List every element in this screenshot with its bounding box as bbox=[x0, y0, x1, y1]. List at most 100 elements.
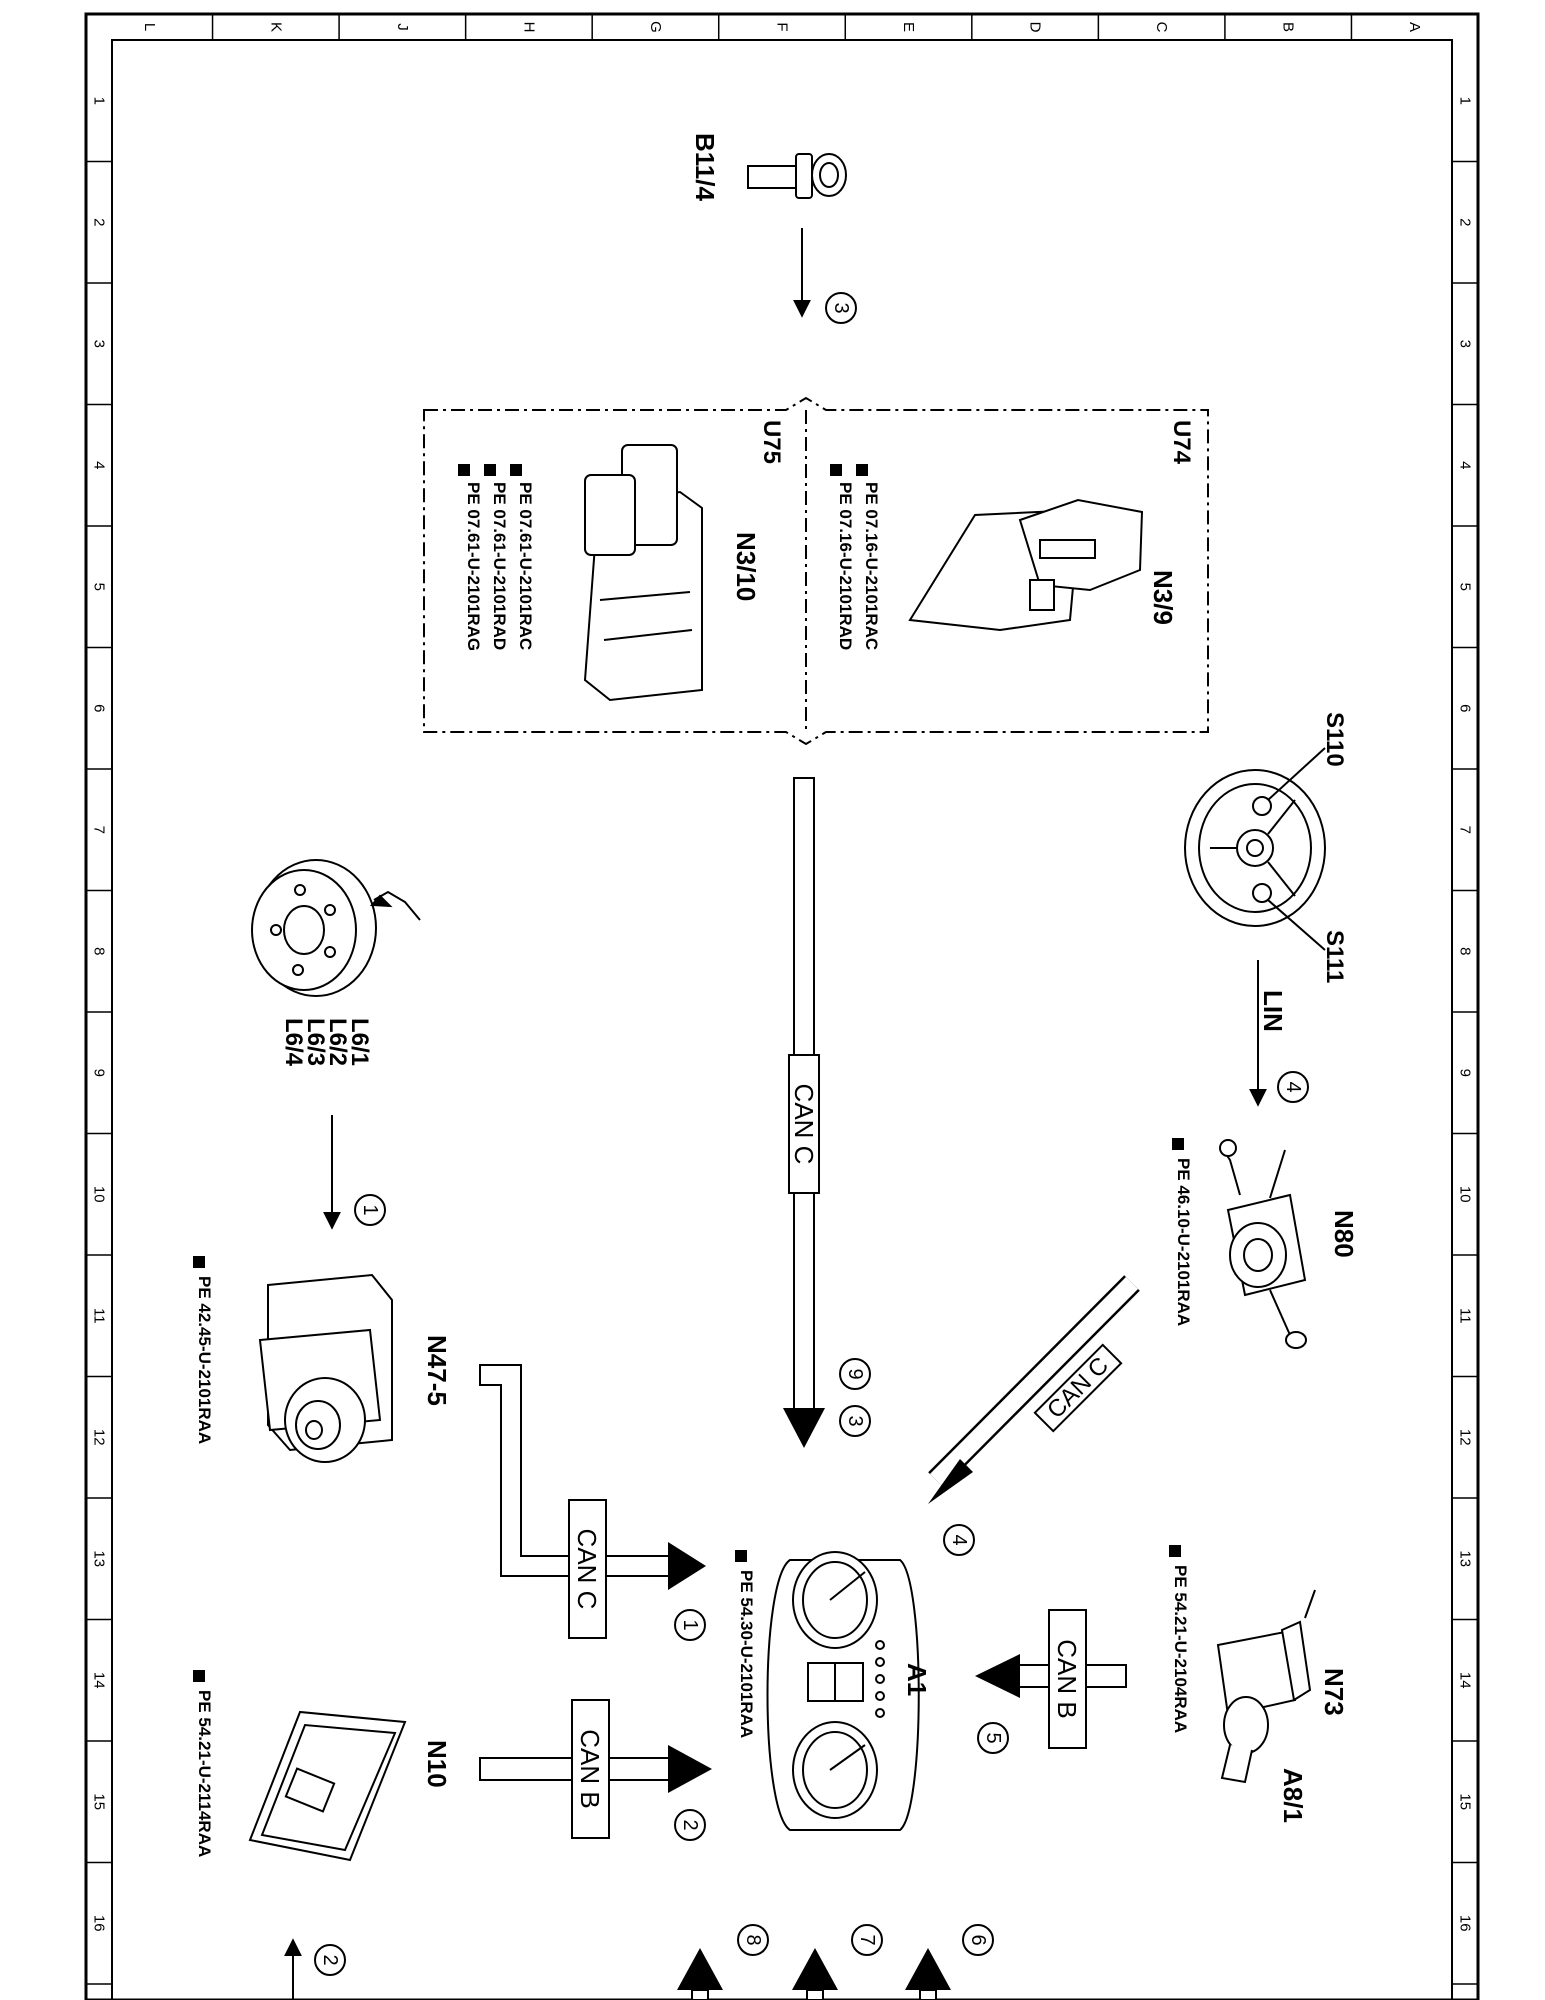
row-label: 14 bbox=[1457, 1672, 1474, 1689]
can-c-main-bus: CAN C bbox=[783, 777, 825, 1448]
n80-label: N80 bbox=[1329, 1210, 1359, 1258]
row-label: 16 bbox=[91, 1915, 108, 1932]
row-label: 7 bbox=[91, 826, 108, 834]
lin-label: LIN bbox=[1258, 990, 1288, 1032]
ref-hand-icon bbox=[193, 1670, 205, 1682]
n3-9-module-icon bbox=[908, 498, 1144, 632]
can-b-n10-label: CAN B bbox=[575, 1729, 605, 1808]
u74-ref-2: PE 07.16-U-2101RAD bbox=[836, 482, 855, 650]
row-label: 10 bbox=[1457, 1186, 1474, 1203]
u75-label: U75 bbox=[758, 420, 785, 464]
u74-ref-1: PE 07.16-U-2101RAC bbox=[862, 482, 881, 650]
column-label: H bbox=[520, 22, 537, 33]
row-label: 9 bbox=[91, 1069, 108, 1077]
s111-label: S111 bbox=[1321, 930, 1348, 983]
svg-text:6: 6 bbox=[967, 1934, 989, 1945]
row-label: 4 bbox=[1457, 461, 1474, 469]
n3-10-module-icon bbox=[583, 444, 703, 702]
row-label: 12 bbox=[1457, 1429, 1474, 1446]
svg-text:3: 3 bbox=[830, 302, 852, 313]
svg-text:7: 7 bbox=[856, 1934, 878, 1945]
a8-1-label: A8/1 bbox=[1278, 1768, 1308, 1823]
n3-10-label: N3/10 bbox=[731, 532, 761, 601]
row-label: 11 bbox=[91, 1308, 108, 1324]
can-b-n73-label: CAN B bbox=[1052, 1639, 1082, 1718]
u74-reference-lines: PE 07.16-U-2101RAC PE 07.16-U-2101RAD bbox=[830, 464, 881, 650]
n3-9-label: N3/9 bbox=[1148, 570, 1178, 625]
svg-text:9: 9 bbox=[844, 1368, 866, 1379]
ref-hand-icon bbox=[735, 1550, 747, 1562]
row-label: 15 bbox=[1457, 1793, 1474, 1810]
row-label: 3 bbox=[91, 340, 108, 348]
a1-instrument-cluster-icon bbox=[766, 1551, 920, 1831]
drawing-frame bbox=[84, 12, 1480, 2000]
n73-ignition-switch-icon bbox=[1216, 1589, 1316, 1784]
l6-1-label: L6/1 bbox=[346, 1018, 373, 1066]
n47-5-label: N47-5 bbox=[422, 1335, 452, 1406]
n80-ref: PE 46.10-U-2101RAA bbox=[1174, 1158, 1193, 1326]
column-label: K bbox=[267, 22, 284, 32]
svg-text:1: 1 bbox=[359, 1204, 381, 1215]
ref-hand-icon bbox=[1169, 1545, 1181, 1557]
u75-ref-3: PE 07.61-U-2101RAG bbox=[464, 482, 483, 651]
row-label: 9 bbox=[1457, 1069, 1474, 1077]
ref-hand-icon bbox=[1172, 1138, 1184, 1150]
row-label: 13 bbox=[91, 1550, 108, 1567]
row-label: 8 bbox=[91, 947, 108, 955]
row-label: 15 bbox=[91, 1793, 108, 1810]
column-label: L bbox=[141, 23, 158, 31]
marker-lin: 4 bbox=[1277, 1071, 1309, 1103]
ref-hand-icon bbox=[458, 464, 522, 476]
column-label: A bbox=[1406, 22, 1423, 32]
n10-can-b-bus: CAN B bbox=[479, 1699, 712, 1839]
ref-hand-icon bbox=[830, 464, 868, 476]
row-label: 2 bbox=[91, 218, 108, 226]
n10-label: N10 bbox=[422, 1740, 452, 1788]
marker-n47: 1 bbox=[674, 1609, 706, 1641]
row-label: 5 bbox=[91, 583, 108, 591]
svg-text:4: 4 bbox=[1282, 1081, 1304, 1092]
marker-l6: 1 bbox=[354, 1194, 386, 1226]
b11-4-sensor-icon bbox=[747, 153, 847, 199]
row-label: 11 bbox=[1457, 1308, 1474, 1324]
n80-can-c-bus: CAN C bbox=[928, 1275, 1140, 1504]
column-grid bbox=[211, 14, 1353, 40]
column-label: G bbox=[647, 21, 664, 33]
marker-bottom-b: 7 bbox=[851, 1924, 883, 1956]
row-label: 10 bbox=[91, 1186, 108, 1203]
n10-module-icon bbox=[248, 1710, 407, 1862]
marker-n80: 4 bbox=[943, 1524, 975, 1556]
ref-hand-icon bbox=[193, 1256, 205, 1268]
svg-text:5: 5 bbox=[982, 1732, 1004, 1743]
svg-text:1: 1 bbox=[679, 1619, 701, 1630]
b11-4-label: B11/4 bbox=[690, 133, 720, 201]
marker-n73: 5 bbox=[977, 1722, 1009, 1754]
row-label: 4 bbox=[91, 461, 108, 469]
u74-label: U74 bbox=[1168, 420, 1195, 465]
l6-3-label: L6/3 bbox=[302, 1018, 329, 1066]
row-label: 1 bbox=[91, 97, 108, 105]
marker-bottom-a: 6 bbox=[962, 1924, 994, 1956]
s110-label: S110 bbox=[1321, 712, 1348, 767]
row-label: 5 bbox=[1457, 583, 1474, 591]
marker-bottom-c: 8 bbox=[737, 1924, 769, 1956]
row-label: 1 bbox=[1457, 97, 1474, 105]
row-label: 16 bbox=[1457, 1915, 1474, 1932]
marker-n10: 2 bbox=[674, 1809, 706, 1841]
row-label: 3 bbox=[1457, 340, 1474, 348]
l6-4-label: L6/4 bbox=[280, 1018, 307, 1067]
marker-bottom-d: 2 bbox=[314, 1944, 346, 1976]
column-label: D bbox=[1027, 22, 1044, 33]
steering-wheel-icon bbox=[1184, 747, 1326, 951]
row-label: 2 bbox=[1457, 218, 1474, 226]
svg-text:2: 2 bbox=[679, 1819, 701, 1830]
n80-switch-icon bbox=[1219, 1139, 1307, 1349]
u75-reference-lines: PE 07.61-U-2101RAC PE 07.61-U-2101RAD PE… bbox=[458, 464, 535, 651]
row-label: 12 bbox=[91, 1429, 108, 1446]
row-label: 6 bbox=[1457, 704, 1474, 712]
l6-2-label: L6/2 bbox=[324, 1018, 351, 1066]
can-c-main-label: CAN C bbox=[789, 1084, 819, 1165]
n47-5-ref: PE 42.45-U-2101RAA bbox=[195, 1276, 214, 1444]
